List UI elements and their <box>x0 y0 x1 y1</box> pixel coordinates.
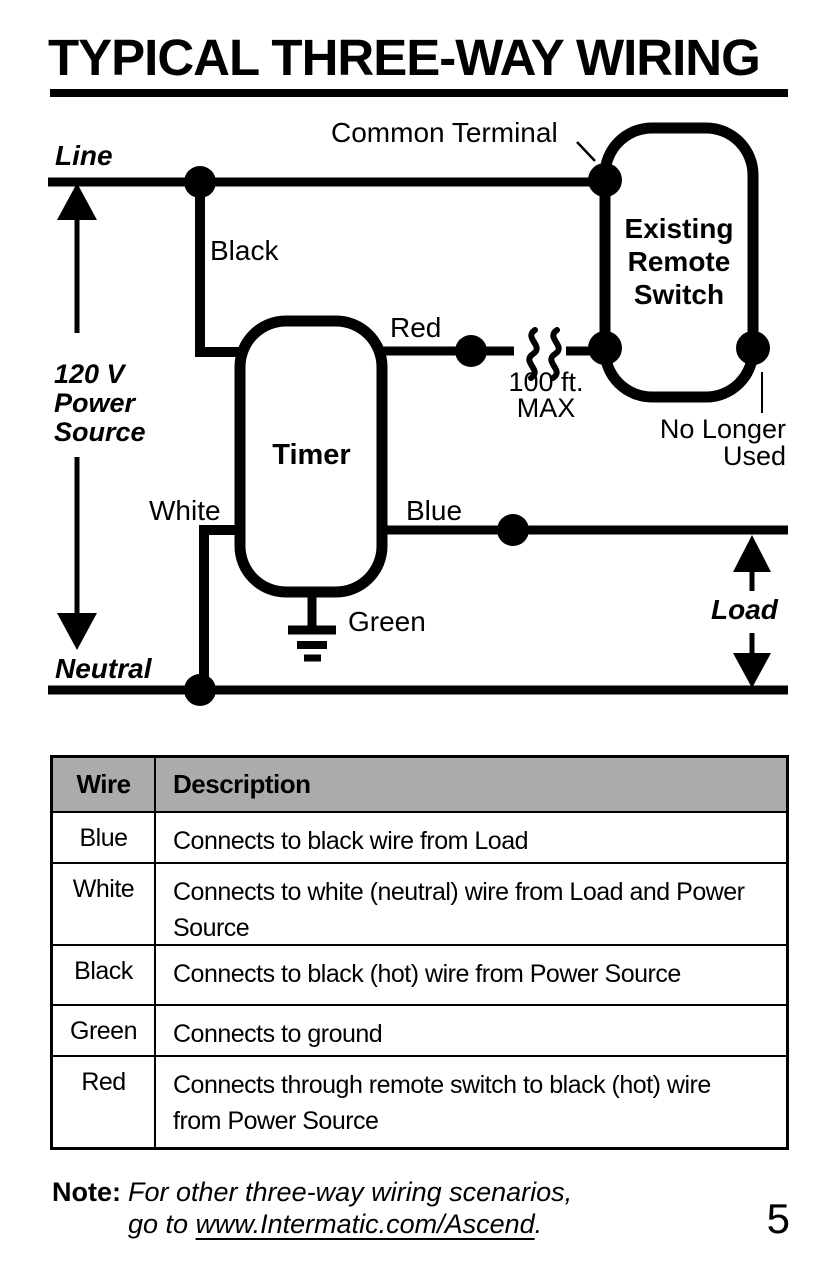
distance-max-label: 100 ft. MAX <box>508 367 584 423</box>
white-label: White <box>149 495 221 526</box>
wire-break-icon <box>548 327 562 381</box>
wire-name: Green <box>53 1006 156 1055</box>
wire-description: Connects to white (neutral) wire from Lo… <box>173 878 745 942</box>
note-line-1: For other three-way wiring scenarios, <box>128 1177 573 1207</box>
note-label: Note: <box>52 1177 121 1207</box>
note-url: www.Intermatic.com/Ascend <box>195 1209 535 1239</box>
line-label: Line <box>55 140 113 171</box>
load-arrow <box>733 535 771 688</box>
title-rule <box>50 89 788 97</box>
wire-break-icon <box>526 327 540 381</box>
table-row: Red Connects through remote switch to bl… <box>53 1055 786 1147</box>
green-wire <box>288 592 336 662</box>
remote-switch-box <box>599 122 759 403</box>
note-line-2-suffix: . <box>534 1209 543 1239</box>
no-longer-used-label: No Longer Used <box>659 414 786 471</box>
black-label: Black <box>210 235 279 266</box>
remote-switch-label: Existing Remote Switch <box>624 213 734 310</box>
neutral-label: Neutral <box>55 653 152 684</box>
white-wire <box>199 525 240 690</box>
line-wire <box>48 166 600 198</box>
header-description: Description <box>173 769 311 799</box>
blue-label: Blue <box>406 495 463 526</box>
table-row: Black Connects to black (hot) wire from … <box>53 944 786 1004</box>
power-source-arrow <box>57 183 97 650</box>
blue-wire <box>382 514 788 546</box>
note-line-2: go to www.Intermatic.com/Ascend. <box>128 1209 542 1240</box>
table-row: Blue Connects to black wire from Load <box>53 811 786 862</box>
junction-dot <box>497 514 529 546</box>
terminal-dot <box>588 331 622 365</box>
black-wire <box>195 182 242 357</box>
junction-dot <box>455 335 487 367</box>
power-source-label: 120 V Power Source <box>54 359 146 447</box>
common-terminal-label: Common Terminal <box>331 117 558 148</box>
terminal-dot <box>736 331 770 365</box>
wire-description: Connects to ground <box>173 1020 383 1048</box>
wire-description-table: Wire Description Blue Connects to black … <box>50 755 789 1150</box>
table-row: Green Connects to ground <box>53 1004 786 1055</box>
note-line-2-prefix: go to <box>128 1209 196 1239</box>
wire-description: Connects through remote switch to black … <box>173 1071 711 1135</box>
wire-description: Connects to black (hot) wire from Power … <box>173 960 681 988</box>
wire-name: Red <box>53 1057 156 1147</box>
page-title: TYPICAL THREE-WAY WIRING <box>48 29 761 86</box>
green-label: Green <box>348 606 426 637</box>
page-number: 5 <box>766 1195 790 1242</box>
neutral-wire <box>48 674 788 706</box>
wiring-diagram <box>48 122 788 706</box>
terminal-dot <box>588 163 622 197</box>
table-header-row: Wire Description <box>53 758 786 811</box>
red-wire <box>382 327 606 381</box>
ground-icon <box>288 625 336 662</box>
load-label: Load <box>711 594 778 625</box>
common-terminal-pointer <box>576 141 596 162</box>
wire-name: Blue <box>53 813 156 862</box>
wire-description: Connects to black wire from Load <box>173 827 529 855</box>
wire-name: Black <box>53 946 156 1004</box>
header-wire: Wire <box>53 758 156 811</box>
red-label: Red <box>390 312 442 343</box>
wire-name: White <box>53 864 156 944</box>
table-row: White Connects to white (neutral) wire f… <box>53 862 786 944</box>
timer-label: Timer <box>272 439 351 471</box>
